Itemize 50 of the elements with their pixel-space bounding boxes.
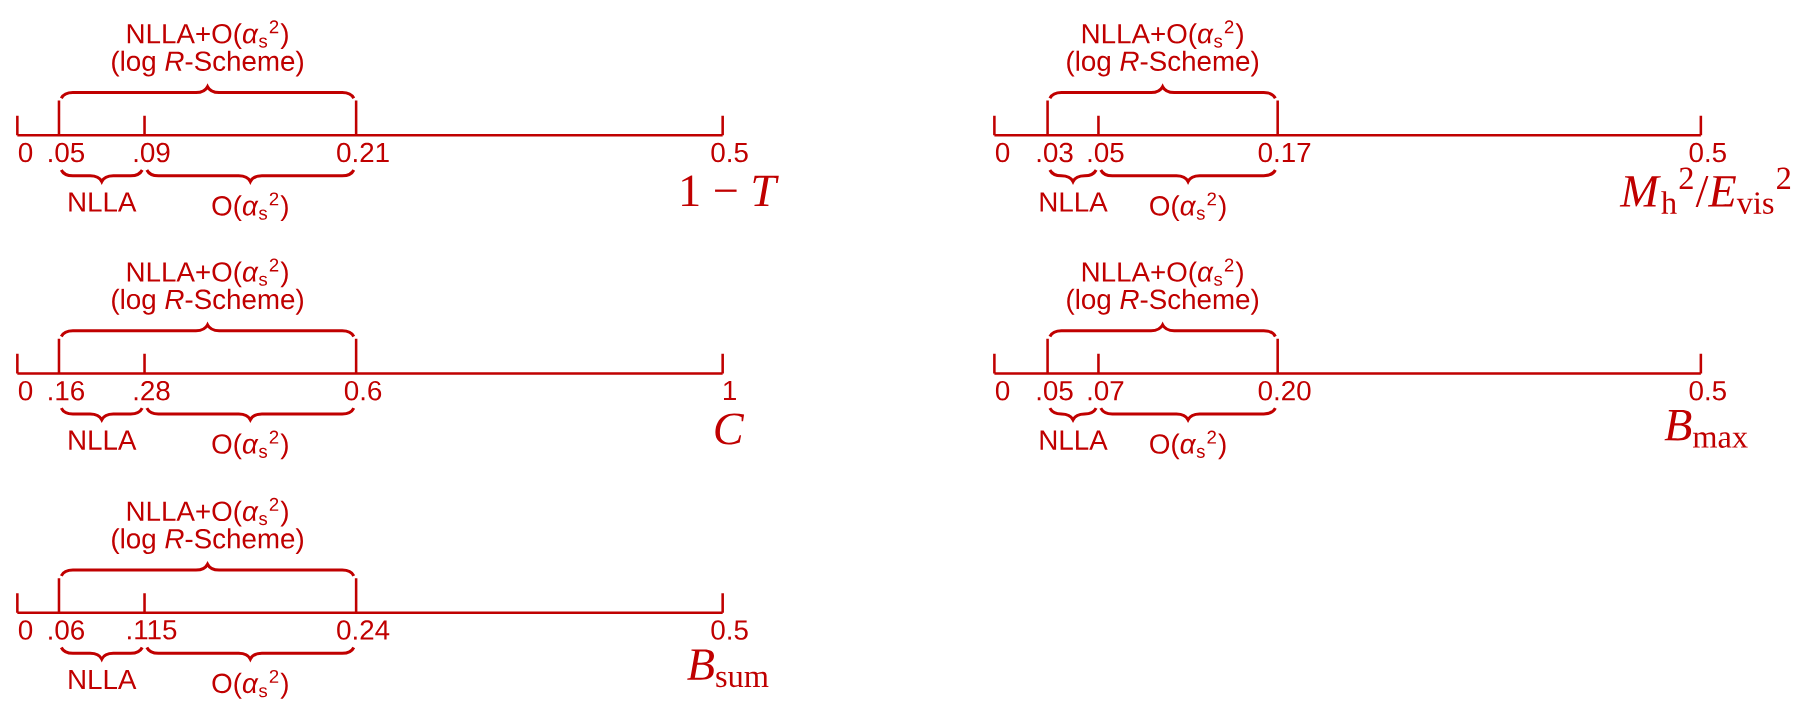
- range-label: NLLA: [1040, 430, 1108, 450]
- range-label: NLLA+O(α$_{s}$$^{2}$): [127, 20, 288, 49]
- tick-label: .16: [49, 380, 84, 401]
- variable-label: B$_{sum}$: [687, 649, 769, 687]
- tick-label: .06: [49, 620, 84, 640]
- tick-label: .28: [134, 380, 170, 401]
- tick-label: .09: [134, 142, 170, 163]
- range-label: (log R-Scheme): [112, 288, 303, 315]
- tick-label: .07: [1088, 380, 1124, 401]
- tick-label: 0.20: [1258, 380, 1311, 401]
- tick-label: 0.5: [1689, 142, 1726, 163]
- variable-label: M$_{h}$$^{2}$/E$_{vis}$2: [1619, 167, 1791, 214]
- variable-label: 1 − T: [682, 175, 779, 206]
- range-label: NLLA+O(α$_{s}$$^{2}$): [127, 497, 288, 527]
- tick-label: .03: [1037, 142, 1073, 163]
- tick-label: 0.5: [711, 142, 748, 163]
- range-label: (log R-Scheme): [1067, 50, 1259, 77]
- range-label: O(α$_{s}$$^{2}$): [212, 430, 288, 460]
- tick-label: 0.5: [711, 620, 748, 640]
- tick-label: .115: [128, 620, 177, 640]
- tick-label: 0: [995, 380, 1010, 401]
- range-label: O(α$_{s}$$^{2}$): [212, 192, 288, 221]
- tick-label: .05: [1037, 380, 1073, 401]
- range-label: O(α$_{s}$$^{2}$): [1150, 192, 1226, 221]
- range-label: NLLA+O(α$_{s}$$^{2}$): [127, 258, 288, 287]
- range-label: (log R-Scheme): [112, 528, 303, 554]
- tick-label: 0.5: [1689, 380, 1726, 401]
- tick-label: 1: [724, 380, 736, 400]
- tick-label: 0: [18, 380, 33, 401]
- range-label: NLLA+O(α$_{s}$$^{2}$): [1082, 20, 1243, 49]
- tick-label: 0.6: [344, 380, 382, 401]
- range-label: NLLA: [69, 430, 137, 450]
- range-label: NLLA: [69, 669, 137, 689]
- range-label: NLLA: [69, 192, 137, 212]
- range-label: (log R-Scheme): [1067, 288, 1259, 315]
- variable-label: C: [715, 413, 745, 445]
- range-label: O(α$_{s}$$^{2}$): [212, 669, 288, 699]
- range-label: NLLA: [1040, 192, 1108, 212]
- range-label: O(α$_{s}$$^{2}$): [1150, 430, 1226, 460]
- tick-label: 0: [18, 142, 33, 163]
- tick-label: 0: [18, 620, 33, 640]
- tick-label: 0.17: [1258, 142, 1311, 163]
- tick-label: 0: [995, 142, 1010, 163]
- tick-label: 0.21: [337, 142, 389, 163]
- tick-label: .05: [49, 142, 84, 163]
- range-label: (log R-Scheme): [112, 50, 303, 77]
- tick-label: 0.24: [337, 620, 390, 640]
- variable-label: B$_{max}$: [1664, 409, 1748, 448]
- range-label: NLLA+O(α$_{s}$$^{2}$): [1082, 258, 1243, 287]
- tick-label: .05: [1088, 142, 1124, 163]
